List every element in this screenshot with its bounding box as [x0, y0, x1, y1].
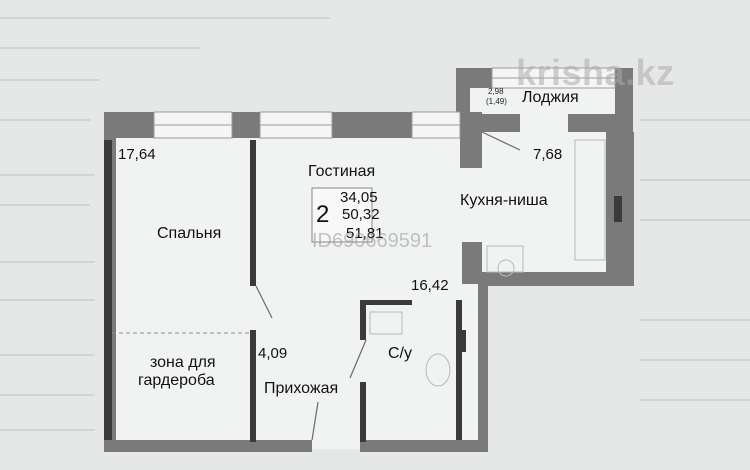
kitchen-area: 7,68	[533, 146, 563, 163]
bathroom-label: С/у	[388, 345, 412, 362]
hallway-label: Прихожая	[264, 380, 339, 397]
window-lines	[154, 77, 615, 126]
door-loggia	[481, 131, 521, 151]
living-area: 34,05	[340, 189, 378, 206]
door-bath	[349, 339, 367, 379]
hallway-area: 4,09	[258, 345, 288, 362]
door-entrance	[311, 401, 319, 441]
loggia-dim-a: 2,98	[488, 87, 504, 96]
kitchen-vent	[614, 196, 622, 222]
bedroom-area: 17,64	[118, 146, 156, 163]
total-area-with-loggia: 51,81	[346, 225, 384, 242]
loggia-label: Лоджия	[522, 89, 579, 106]
bath-fixtures	[369, 311, 451, 387]
total-area: 50,32	[342, 206, 380, 223]
living-room-area: 16,42	[411, 277, 449, 294]
listing-id-watermark: ID690669591	[312, 230, 433, 252]
bedroom-label: Спальня	[157, 225, 222, 242]
kitchen-fixtures	[486, 139, 606, 277]
bath-vent	[456, 330, 466, 352]
wardrobe-label-line1: зона для	[150, 354, 216, 371]
loggia-dim-b: (1,49)	[486, 97, 507, 106]
area-box	[311, 187, 373, 243]
background-text-lines	[0, 17, 750, 431]
wardrobe-label-line2: гардероба	[138, 372, 215, 389]
rooms-count: 2	[316, 201, 330, 228]
doors	[255, 131, 521, 441]
door-bedroom	[255, 285, 273, 319]
interior-walls	[104, 140, 462, 442]
krisha-watermark: krisha.kz	[516, 52, 675, 93]
living-room-label: Гостиная	[308, 163, 376, 180]
kitchen-label: Кухня-ниша	[460, 192, 548, 209]
